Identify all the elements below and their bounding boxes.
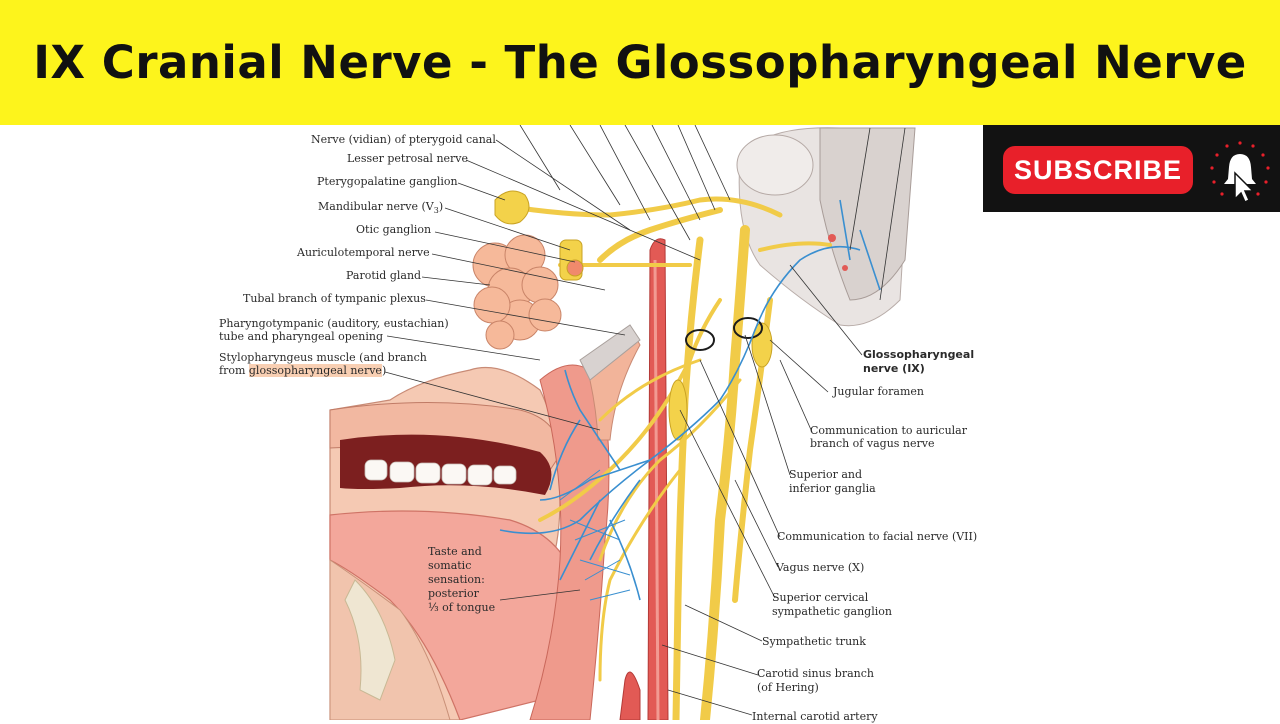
leader-lines bbox=[384, 125, 906, 716]
mastoid-region bbox=[819, 127, 916, 301]
label-carotid-sinus-2: (of Hering) bbox=[757, 681, 819, 694]
subscribe-overlay: SUBSCRIBE bbox=[983, 125, 1280, 212]
stylopharyngeus-suffix: ) bbox=[381, 364, 387, 377]
label-taste-1: Taste and bbox=[428, 545, 482, 558]
mandibular-nerve-close: ) bbox=[438, 200, 444, 213]
label-auriculotemporal-nerve: Auriculotemporal nerve bbox=[297, 246, 430, 259]
label-pharyngotympanic-tube-1: Pharyngotympanic (auditory, eustachian) bbox=[219, 317, 449, 330]
label-vidian-nerve: Nerve (vidian) of pterygoid canal bbox=[311, 133, 496, 146]
otic-ganglion bbox=[559, 239, 584, 281]
label-parotid-gland: Parotid gland bbox=[346, 269, 422, 282]
label-taste-3: sensation: bbox=[428, 573, 485, 586]
label-tubal-branch: Tubal branch of tympanic plexus bbox=[243, 292, 426, 305]
label-mandibular-nerve: Mandibular nerve (V3) bbox=[318, 200, 443, 218]
label-stylopharyngeus-1: Stylopharyngeus muscle (and branch bbox=[219, 351, 427, 364]
label-stylopharyngeus-2: from glossopharyngeal nerve) bbox=[219, 364, 386, 378]
label-lesser-petrosal-nerve: Lesser petrosal nerve bbox=[347, 152, 469, 165]
mandibular-nerve-subscript: 3 bbox=[433, 206, 439, 216]
mandibular-nerve-text: Mandibular nerve (V bbox=[318, 200, 434, 213]
label-facial-communication: Communication to facial nerve (VII) bbox=[777, 530, 978, 543]
mandible-bone bbox=[344, 579, 396, 701]
video-title: IX Cranial Nerve - The Glossopharyngeal … bbox=[33, 36, 1247, 89]
label-sympathetic-trunk: Sympathetic trunk bbox=[762, 635, 866, 648]
label-pterygopalatine-ganglion: Pterygopalatine ganglion bbox=[317, 175, 458, 188]
artery-highlight bbox=[653, 259, 660, 720]
jugular-foramen-ring-1 bbox=[685, 329, 715, 351]
label-glossopharyngeal-nerve-1: Glossopharyngeal bbox=[863, 348, 975, 361]
glossopharyngeal-nerve-illustration bbox=[329, 125, 916, 720]
nucleus-dot bbox=[842, 265, 848, 271]
internal-carotid-artery bbox=[647, 238, 669, 720]
glossopharyngeal-origin-dot bbox=[828, 234, 836, 242]
label-carotid-sinus-1: Carotid sinus branch bbox=[757, 667, 874, 680]
title-banner: IX Cranial Nerve - The Glossopharyngeal … bbox=[0, 0, 1280, 125]
label-glossopharyngeal-nerve-2: nerve (IX) bbox=[863, 362, 925, 375]
cursor-icon bbox=[1234, 171, 1255, 204]
superior-ganglion bbox=[751, 322, 773, 368]
label-cervical-ganglion-2: sympathetic ganglion bbox=[772, 605, 892, 618]
eustachian-tube bbox=[579, 324, 641, 381]
glossopharyngeal-branches bbox=[499, 199, 881, 601]
label-auricular-communication-1: Communication to auricular bbox=[810, 424, 967, 437]
label-auricular-communication-2: branch of vagus nerve bbox=[810, 437, 935, 450]
parotid-gland bbox=[472, 234, 562, 350]
bell-icon[interactable] bbox=[1205, 137, 1275, 207]
stylopharyngeus-prefix: from bbox=[219, 364, 249, 377]
ear-canal bbox=[736, 134, 814, 196]
sympathetic-ganglion bbox=[668, 379, 688, 441]
highlighted-glossopharyngeal-term: glossopharyngeal nerve bbox=[248, 364, 382, 377]
external-carotid-branch bbox=[619, 671, 641, 720]
label-cervical-ganglion-1: Superior cervical bbox=[772, 591, 869, 604]
label-ganglia-2: inferior ganglia bbox=[789, 482, 876, 495]
label-vagus-nerve: Vagus nerve (X) bbox=[776, 561, 865, 574]
subscribe-button[interactable]: SUBSCRIBE bbox=[1003, 146, 1193, 194]
upper-teeth bbox=[364, 459, 517, 486]
label-taste-4: posterior bbox=[428, 587, 479, 600]
label-jugular-foramen: Jugular foramen bbox=[833, 385, 924, 398]
pterygopalatine-ganglion bbox=[494, 190, 530, 225]
label-ganglia-1: Superior and bbox=[789, 468, 863, 481]
pharyngeal-plexus-mesh bbox=[559, 469, 631, 601]
label-otic-ganglion: Otic ganglion bbox=[356, 223, 432, 236]
label-taste-5: ⅓ of tongue bbox=[428, 601, 496, 614]
jugular-foramen-ring-2 bbox=[733, 317, 763, 339]
label-internal-carotid: Internal carotid artery bbox=[752, 710, 878, 723]
label-taste-2: somatic bbox=[428, 559, 472, 572]
label-pharyngotympanic-tube-2: tube and pharyngeal opening bbox=[219, 330, 384, 343]
